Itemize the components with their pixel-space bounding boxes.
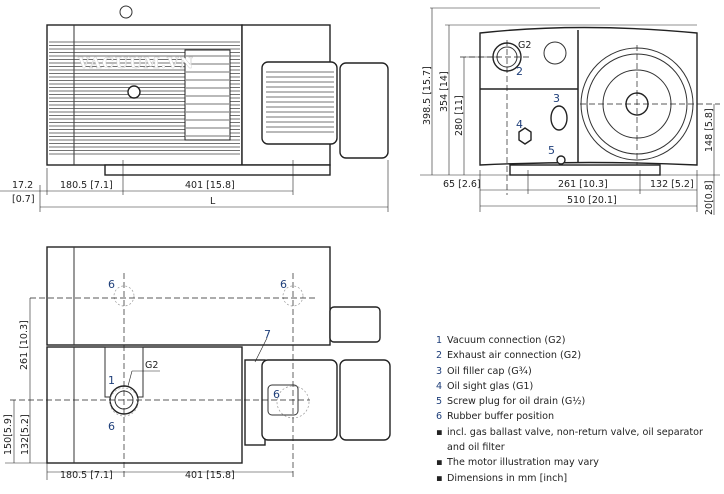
legend-item: 3 Oil filler cap (G¾) xyxy=(436,364,703,379)
legend-key: 4 xyxy=(436,380,443,392)
front-view: G2 2 3 4 5 398.5 [15.7] 354 [14] 280 [11… xyxy=(420,7,720,215)
base-plate xyxy=(104,164,331,176)
dim-width: 510 [20.1] xyxy=(567,195,617,206)
bullet-icon: ▪ xyxy=(436,457,443,469)
shaft-housing xyxy=(329,306,381,343)
legend-note: ▪ Dimensions in mm [inch] xyxy=(436,471,703,486)
note-text: incl. gas ballast valve, non-return valv… xyxy=(447,426,703,438)
legend-note: ▪ The motor illustration may vary xyxy=(436,455,703,470)
bullet-icon: ▪ xyxy=(436,472,443,484)
buffer-position xyxy=(113,285,135,307)
label-2: 2 xyxy=(516,65,523,78)
dim-offset-inch: [0.7] xyxy=(12,194,35,205)
top-view: G2 1 6 6 6 6 7 261 [10.3] 150[5.9] 132[5… xyxy=(3,246,391,481)
dim-foot-spacing-top: 401 [15.8] xyxy=(185,470,235,481)
label-6: 6 xyxy=(280,278,287,291)
buffer-position xyxy=(282,285,304,307)
watermark: VACUUM.VN xyxy=(77,54,194,72)
label-6: 6 xyxy=(108,420,115,433)
note-text: The motor illustration may vary xyxy=(447,457,599,469)
oil-sight-glass xyxy=(518,127,532,145)
legend-text: Rubber buffer position xyxy=(447,411,555,423)
legend-text: Oil filler cap (G¾) xyxy=(447,365,532,377)
oil-filler-cap xyxy=(550,105,568,131)
dim-foot-top: 180.5 [7.1] xyxy=(60,470,113,481)
buffer-position xyxy=(109,387,139,417)
dim-132: 132[5.2] xyxy=(20,414,31,455)
bullet-icon: ▪ xyxy=(436,426,443,438)
legend-text: Oil sight glas (G1) xyxy=(447,380,534,392)
dim-length: L xyxy=(210,196,216,207)
dim-total-height: 398.5 [15.7] xyxy=(422,66,433,125)
dim-offset: 17.2 xyxy=(12,180,33,191)
eye-bolt xyxy=(119,5,133,19)
note-text: and oil filter xyxy=(447,442,505,454)
dim-port-offset: 65 [2.6] xyxy=(443,179,481,190)
motor xyxy=(261,61,338,145)
top-pump-body xyxy=(46,346,243,464)
legend-text: Vacuum connection (G2) xyxy=(447,335,566,346)
oil-sight-glass-side xyxy=(127,85,141,99)
dim-depth: 261 [10.3] xyxy=(19,320,30,370)
label-3: 3 xyxy=(553,92,560,105)
dim-port-height: 280 [11] xyxy=(454,95,465,136)
label-4: 4 xyxy=(516,118,523,131)
legend-item: 6 Rubber buffer position xyxy=(436,409,703,424)
note-text: Dimensions in mm [inch] xyxy=(447,472,568,484)
dim-foot: 180.5 [7.1] xyxy=(60,180,113,191)
legend-key: 3 xyxy=(436,365,443,377)
label-5: 5 xyxy=(548,144,555,157)
dim-foot-spacing-front: 261 [10.3] xyxy=(558,179,608,190)
oil-drain-plug xyxy=(556,155,566,165)
label-7: 7 xyxy=(264,328,271,341)
legend-key: 1 xyxy=(436,335,443,346)
label-g2-top: G2 xyxy=(145,360,158,371)
top-body xyxy=(46,246,331,346)
dim-foot-edge: 132 [5.2] xyxy=(650,179,694,190)
label-g2: G2 xyxy=(518,40,531,51)
legend-note: and oil filter xyxy=(436,440,703,455)
legend-item: 5 Screw plug for oil drain (G½) xyxy=(436,394,703,409)
legend-item: 1 Vacuum connection (G2) xyxy=(436,333,703,348)
dim-foot-spacing: 401 [15.8] xyxy=(185,180,235,191)
legend-key: 5 xyxy=(436,396,443,408)
dim-foot-clearance: 20[0.8] xyxy=(704,180,715,215)
label-6: 6 xyxy=(273,388,280,401)
label-1: 1 xyxy=(108,374,115,387)
fin-window xyxy=(184,49,231,141)
label-6: 6 xyxy=(108,278,115,291)
top-fan-cover xyxy=(339,359,391,441)
legend-item: 4 Oil sight glas (G1) xyxy=(436,379,703,394)
dim-body-height: 354 [14] xyxy=(439,71,450,112)
legend-text: Screw plug for oil drain (G½) xyxy=(447,396,586,408)
legend-note: ▪ incl. gas ballast valve, non-return val… xyxy=(436,425,703,440)
legend-item: 2 Exhaust air connection (G2) xyxy=(436,348,703,363)
dim-shaft-height: 148 [5.8] xyxy=(704,108,715,152)
side-view: VACUUM.VN 17.2 [0.7] 180.5 [7.1] 401 [15… xyxy=(0,5,389,212)
front-base xyxy=(509,164,661,176)
fan-cover xyxy=(339,62,389,159)
front-body xyxy=(479,26,698,166)
legend-key: 6 xyxy=(436,411,443,423)
legend-key: 2 xyxy=(436,350,443,362)
dim-150: 150[5.9] xyxy=(3,414,14,455)
legend: 1 Vacuum connection (G2) 2 Exhaust air con… xyxy=(436,333,703,486)
legend-text: Exhaust air connection (G2) xyxy=(447,350,582,362)
